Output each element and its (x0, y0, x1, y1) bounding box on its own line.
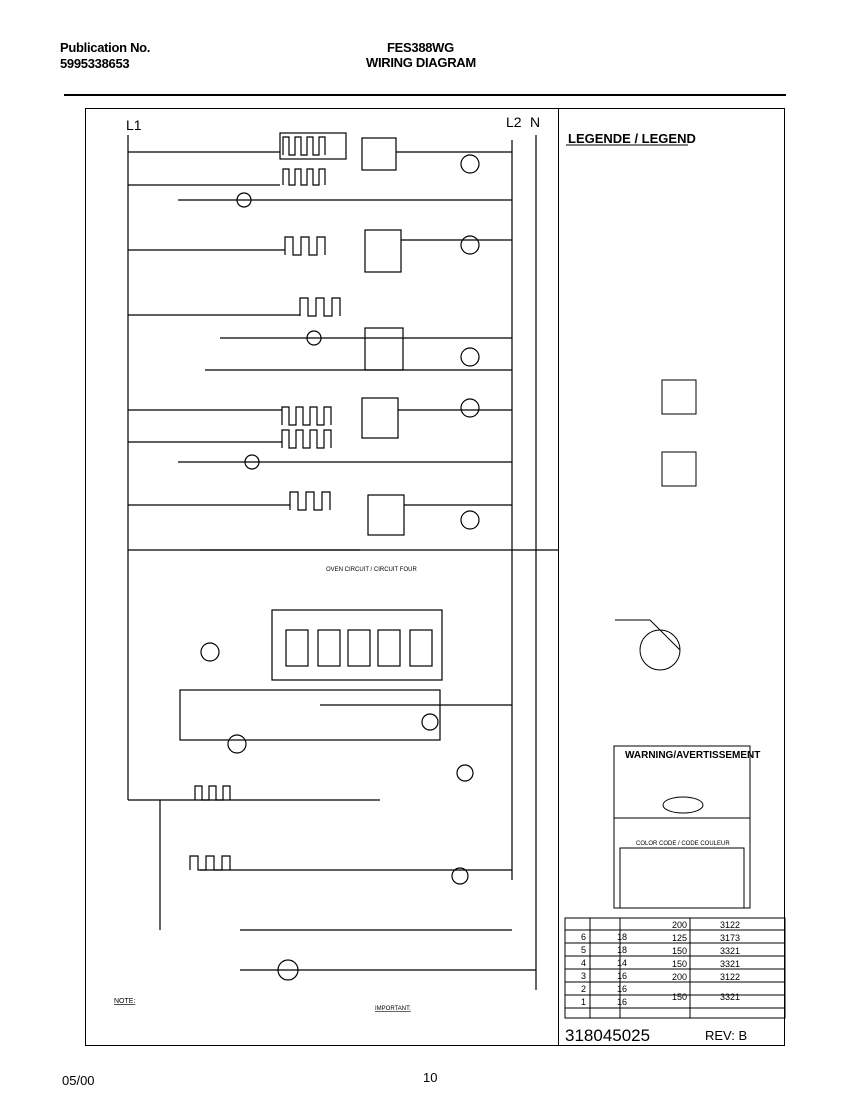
wire-row-num: 4 (581, 958, 586, 968)
header-rule (64, 94, 786, 96)
publication-label: Publication No. (60, 40, 151, 55)
page-number: 10 (423, 1070, 438, 1085)
wire-row-temp: 150 (672, 946, 687, 956)
wire-row-gauge: 16 (617, 997, 627, 1007)
legend-title: LEGENDE / LEGEND (568, 131, 696, 146)
important-label: IMPORTANT: (375, 1006, 411, 1012)
model-number: FES388WG (387, 40, 454, 55)
wire-row-temp: 125 (672, 933, 687, 943)
warning-title: WARNING/AVERTISSEMENT (625, 750, 760, 761)
wire-row-code: 3321 (720, 946, 740, 956)
wire-row-code: 3321 (720, 992, 740, 1002)
wire-row-temp: 150 (672, 959, 687, 969)
wire-row-temp: 200 (672, 972, 687, 982)
wire-row-gauge: 16 (617, 971, 627, 981)
wire-row-code: 3173 (720, 933, 740, 943)
wire-row-gauge: 14 (617, 958, 627, 968)
wire-row-code: 3122 (720, 920, 740, 930)
wire-row-gauge: 18 (617, 945, 627, 955)
page-title: WIRING DIAGRAM (366, 55, 476, 70)
wire-row-num: 5 (581, 945, 586, 955)
wire-row-code: 3321 (720, 959, 740, 969)
publication-number: 5995338653 (60, 56, 130, 71)
line-n-label: N (530, 114, 540, 130)
diagram-frame (85, 108, 785, 1046)
wire-row-num: 2 (581, 984, 586, 994)
wire-row-temp: 200 (672, 920, 687, 930)
wire-row-num: 6 (581, 932, 586, 942)
legend-divider (558, 108, 559, 1046)
color-code-label: COLOR CODE / CODE COULEUR (636, 841, 730, 847)
note-label: NOTE: (114, 998, 135, 1005)
line-l2-label: L2 (506, 114, 522, 130)
wire-row-gauge: 18 (617, 932, 627, 942)
revision-label: REV: B (705, 1028, 748, 1043)
wire-row-num: 1 (581, 997, 586, 1007)
footer-date: 05/00 (62, 1073, 95, 1088)
line-l1-label: L1 (126, 117, 142, 133)
wire-row-temp: 150 (672, 992, 687, 1002)
wire-row-code: 3122 (720, 972, 740, 982)
oven-circuit-label: OVEN CIRCUIT / CIRCUIT FOUR (326, 567, 417, 573)
wire-row-gauge: 16 (617, 984, 627, 994)
part-number: 318045025 (565, 1026, 651, 1045)
wire-row-num: 3 (581, 971, 586, 981)
